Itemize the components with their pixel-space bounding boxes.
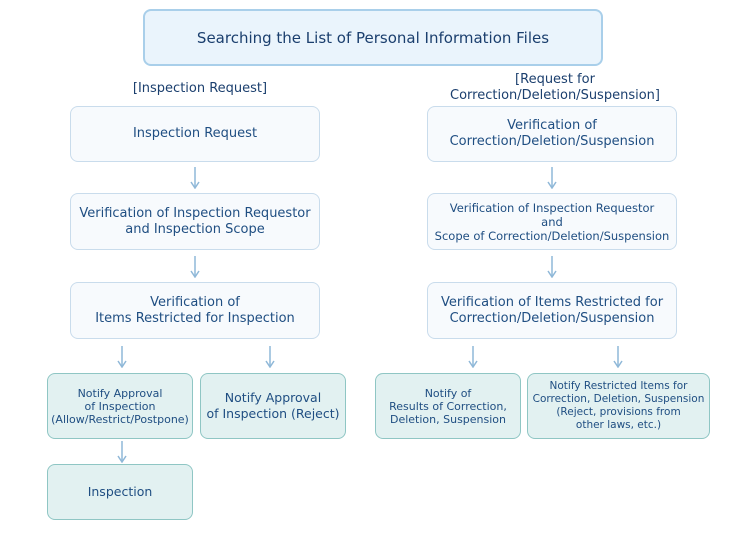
arrow-down-icon xyxy=(190,167,200,189)
inspection-request-box: Inspection Request xyxy=(70,106,320,162)
notify-approval-reject-box: Notify Approval of Inspection (Reject) xyxy=(200,373,346,439)
arrow-down-icon xyxy=(190,256,200,278)
notify-results-box: Notify of Results of Correction, Deletio… xyxy=(375,373,521,439)
verify-correction-box: Verification of Correction/Deletion/Susp… xyxy=(427,106,677,162)
inspection-box: Inspection xyxy=(47,464,193,520)
left-column-header: [Inspection Request] xyxy=(132,81,268,96)
arrow-down-icon xyxy=(265,346,275,368)
arrow-down-icon xyxy=(547,256,557,278)
arrow-down-icon xyxy=(117,346,127,368)
verify-restricted-items-box: Verification of Items Restricted for Ins… xyxy=(70,282,320,339)
notify-restricted-items-box: Notify Restricted Items for Correction, … xyxy=(527,373,710,439)
right-column-header: [Request for Correction/Deletion/Suspens… xyxy=(450,72,660,103)
verify-restricted-correction-box: Verification of Items Restricted for Cor… xyxy=(427,282,677,339)
verify-requestor-scope-box: Verification of Inspection Requestor and… xyxy=(70,193,320,250)
notify-approval-allow-box: Notify Approval of Inspection (Allow/Res… xyxy=(47,373,193,439)
arrow-down-icon xyxy=(547,167,557,189)
arrow-down-icon xyxy=(613,346,623,368)
verify-requestor-correction-scope-box: Verification of Inspection Requestor and… xyxy=(427,193,677,250)
diagram-title: Searching the List of Personal Informati… xyxy=(143,9,603,66)
arrow-down-icon xyxy=(117,441,127,463)
arrow-down-icon xyxy=(468,346,478,368)
